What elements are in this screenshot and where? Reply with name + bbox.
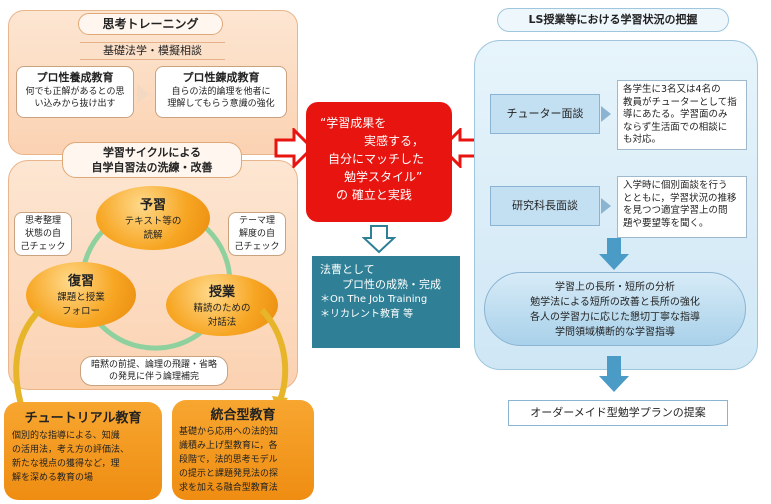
pro-cultivation-title: プロ性養成教育 bbox=[36, 71, 114, 84]
class-title: 授業 bbox=[208, 285, 235, 300]
pro-training-title: プロ性錬成教育 bbox=[182, 71, 260, 84]
tutorial-body-2: の活用法，考え方の評価法、 bbox=[12, 445, 130, 455]
tutor-note-4: ならず生活面での相談に bbox=[623, 121, 728, 133]
tutor-note-5: も対応。 bbox=[623, 134, 662, 145]
pro-cultivation-body-2: い込みから抜け出す bbox=[34, 99, 116, 109]
tutorial-body-4: 解を深める教育の場 bbox=[12, 473, 94, 483]
dean-note-2: とともに，学習状況の推移 bbox=[623, 192, 737, 204]
learning-cycle-title-1: 学習サイクルによる bbox=[102, 146, 202, 159]
tutorial-body-1: 個別的な指導による、知識 bbox=[12, 431, 120, 441]
analysis-line-1: 学習上の長所・短所の分析 bbox=[555, 282, 675, 293]
integrated-card: 統合型教育 基礎から応用への法的知 識積み上げ型教育に，各 段階で，法的思考モデ… bbox=[172, 400, 314, 500]
self-check-left: 思考整理 状態の自 己チェック bbox=[14, 212, 72, 256]
logic-note-2: の発見に伴う論理補完 bbox=[108, 372, 199, 382]
review-body-1: 課題と授業 bbox=[57, 292, 105, 303]
dean-note-1: 入学時に個別面談を行う bbox=[623, 180, 728, 191]
self-check-left-1: 思考整理 bbox=[24, 216, 61, 226]
dean-arrow-icon bbox=[601, 198, 611, 214]
class-body-2: 対話法 bbox=[207, 317, 237, 328]
review-body-2: フォロー bbox=[61, 306, 100, 317]
goal-line-3: 自分にマッチした bbox=[328, 152, 425, 166]
learning-cycle-title-2: 自学自習法の洗練・改善 bbox=[91, 161, 213, 174]
custom-plan-box: オーダーメイド型勉学プランの提案 bbox=[508, 400, 728, 426]
tutorial-card: チュートリアル教育 個別的な指導による、知識 の活用法，考え方の評価法、 新たな… bbox=[4, 402, 162, 500]
right-arrow-icon bbox=[137, 84, 149, 104]
pro-training-body-2: 理解してもらう意識の強化 bbox=[167, 99, 275, 109]
review-title: 復習 bbox=[67, 274, 94, 289]
dean-note-4: 題や要望等を聞く。 bbox=[623, 217, 709, 229]
red-arrow-left-icon bbox=[274, 128, 314, 168]
blue-down-arrow-icon-1 bbox=[599, 238, 629, 270]
integrated-body-4: の提示と課題発見法の探 bbox=[179, 469, 279, 479]
tutorial-body-3: 新たな視点の獲得など，理 bbox=[12, 459, 120, 469]
self-check-right-3: 己チェック bbox=[234, 242, 280, 252]
dean-interview-box: 研究科長面談 bbox=[490, 186, 600, 226]
class-node: 授業 精読のための 対話法 bbox=[166, 274, 278, 336]
tutor-arrow-icon bbox=[601, 106, 611, 122]
self-check-left-2: 状態の自 bbox=[24, 229, 61, 239]
legal-pro-item-1: ＊On The Job Training bbox=[320, 294, 428, 305]
legal-pro-item-2: ＊リカレント教育 等 bbox=[320, 309, 414, 320]
legal-pro-title-2: プロ性の成熟・完成 bbox=[342, 278, 441, 291]
tutor-note-1: 各学生に3名又は4名の bbox=[623, 84, 721, 95]
ls-header: LS授業等における学習状況の把握 bbox=[497, 8, 729, 32]
goal-line-4: 勉学スタイル” bbox=[344, 170, 423, 184]
integrated-body-1: 基礎から応用への法的知 bbox=[179, 427, 279, 437]
goal-line-5: の 確立と実践 bbox=[336, 188, 412, 202]
review-node: 復習 課題と授業 フォロー bbox=[26, 262, 136, 328]
legal-pro-box: 法曹として プロ性の成熟・完成 ＊On The Job Training ＊リカ… bbox=[312, 256, 460, 348]
down-arrow-icon bbox=[362, 225, 396, 254]
integrated-body-5: 求を加える融合型教育法 bbox=[179, 483, 278, 493]
integrated-title: 統合型教育 bbox=[210, 408, 276, 423]
self-check-right-1: テーマ理 bbox=[238, 216, 275, 226]
pro-cultivation-box: プロ性養成教育 何でも正解があるとの思 い込みから抜け出す bbox=[16, 66, 134, 118]
goal-line-2: 実感する， bbox=[364, 134, 425, 148]
analysis-line-4: 学問領域横断的な学習指導 bbox=[555, 327, 675, 338]
preparation-body-2: 読解 bbox=[143, 230, 163, 241]
tutorial-title: チュートリアル教育 bbox=[24, 411, 142, 426]
pro-training-body-1: 自らの法的論理を他者に bbox=[171, 87, 271, 97]
integrated-body-3: 段階で，法的思考モデル bbox=[179, 455, 278, 465]
pro-training-box: プロ性錬成教育 自らの法的論理を他者に 理解してもらう意識の強化 bbox=[155, 66, 287, 118]
analysis-line-2: 勉学法による短所の改善と長所の強化 bbox=[530, 297, 700, 308]
dean-note: 入学時に個別面談を行う とともに，学習状況の推移 を見つつ適宜学習上の問 題や要… bbox=[617, 176, 747, 238]
logic-complement-note: 暗黙の前提、論理の飛躍・省略 の発見に伴う論理補完 bbox=[80, 356, 228, 386]
preparation-title: 予習 bbox=[139, 198, 166, 213]
basic-law-subtitle: 基礎法学・模擬相談 bbox=[80, 42, 225, 60]
goal-line-1: “学習成果を bbox=[320, 116, 387, 130]
integrated-body-2: 識積み上げ型教育に，各 bbox=[179, 441, 278, 451]
tutor-note-2: 教員がチューターとして指 bbox=[623, 96, 737, 108]
logic-note-1: 暗黙の前提、論理の飛躍・省略 bbox=[90, 360, 217, 370]
self-check-right-2: 解度の自 bbox=[238, 229, 275, 239]
self-check-left-3: 己チェック bbox=[20, 242, 66, 252]
learning-cycle-title: 学習サイクルによる 自学自習法の洗練・改善 bbox=[62, 142, 242, 178]
blue-down-arrow-icon-2 bbox=[599, 356, 629, 392]
analysis-oval: 学習上の長所・短所の分析 勉学法による短所の改善と長所の強化 各人の学習力に応じ… bbox=[484, 272, 746, 346]
thinking-training-title: 思考トレーニング bbox=[78, 13, 223, 35]
tutor-interview-box: チューター面談 bbox=[490, 94, 600, 134]
goal-box: “学習成果を 実感する， 自分にマッチした 勉学スタイル” の 確立と実践 bbox=[306, 102, 452, 222]
preparation-body-1: テキスト等の bbox=[124, 216, 182, 227]
analysis-line-3: 各人の学習力に応じた懇切丁寧な指導 bbox=[530, 312, 700, 323]
tutor-note: 各学生に3名又は4名の 教員がチューターとして指 導にあたる。学習面のみ ならず… bbox=[617, 80, 747, 150]
preparation-node: 予習 テキスト等の 読解 bbox=[96, 186, 210, 250]
pro-cultivation-body-1: 何でも正解があるとの思 bbox=[25, 87, 125, 97]
class-body-1: 精読のための bbox=[193, 303, 251, 314]
tutor-note-3: 導にあたる。学習面のみ bbox=[623, 109, 728, 120]
self-check-right: テーマ理 解度の自 己チェック bbox=[228, 212, 286, 256]
legal-pro-title-1: 法曹として bbox=[320, 263, 375, 276]
dean-note-3: を見つつ適宜学習上の問 bbox=[623, 205, 728, 216]
